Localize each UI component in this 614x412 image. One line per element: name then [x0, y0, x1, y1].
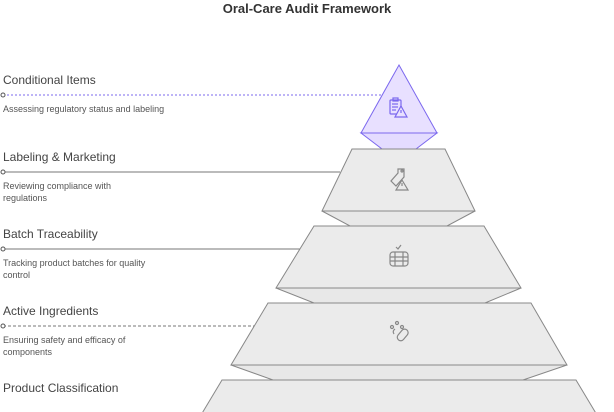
- level-title: Labeling & Marketing: [3, 150, 116, 164]
- connector-dot-1: [0, 92, 6, 98]
- level-description: Assessing regulatory status and labeling: [3, 104, 165, 114]
- level-title: Conditional Items: [3, 73, 96, 87]
- level-title: Product Classification: [3, 381, 119, 395]
- tier-batch-traceability[interactable]: [275, 225, 522, 304]
- tag-warning-icon: [390, 168, 410, 191]
- connector-dot-2: [0, 169, 6, 175]
- level-title: Batch Traceability: [3, 227, 98, 241]
- tier-labeling-marketing[interactable]: [321, 148, 476, 227]
- level-description: Reviewing compliance with regulations: [3, 181, 112, 203]
- clipboard-warning-icon: [389, 97, 409, 118]
- tier-product-classification[interactable]: [198, 379, 600, 412]
- level-description: Tracking product batches for quality con…: [3, 258, 146, 280]
- level-description: Ensuring safety and efficacy of componen…: [3, 335, 126, 357]
- connector-dot-4: [0, 323, 6, 329]
- diagram-title: Oral-Care Audit Framework: [222, 1, 392, 16]
- barrel-check-icon: [389, 244, 409, 267]
- connector-dot-3: [0, 246, 6, 252]
- tier-active-ingredients[interactable]: [230, 302, 568, 381]
- pills-icon: [389, 320, 409, 342]
- level-title: Active Ingredients: [3, 304, 99, 318]
- tier-conditional-items[interactable]: [359, 63, 439, 150]
